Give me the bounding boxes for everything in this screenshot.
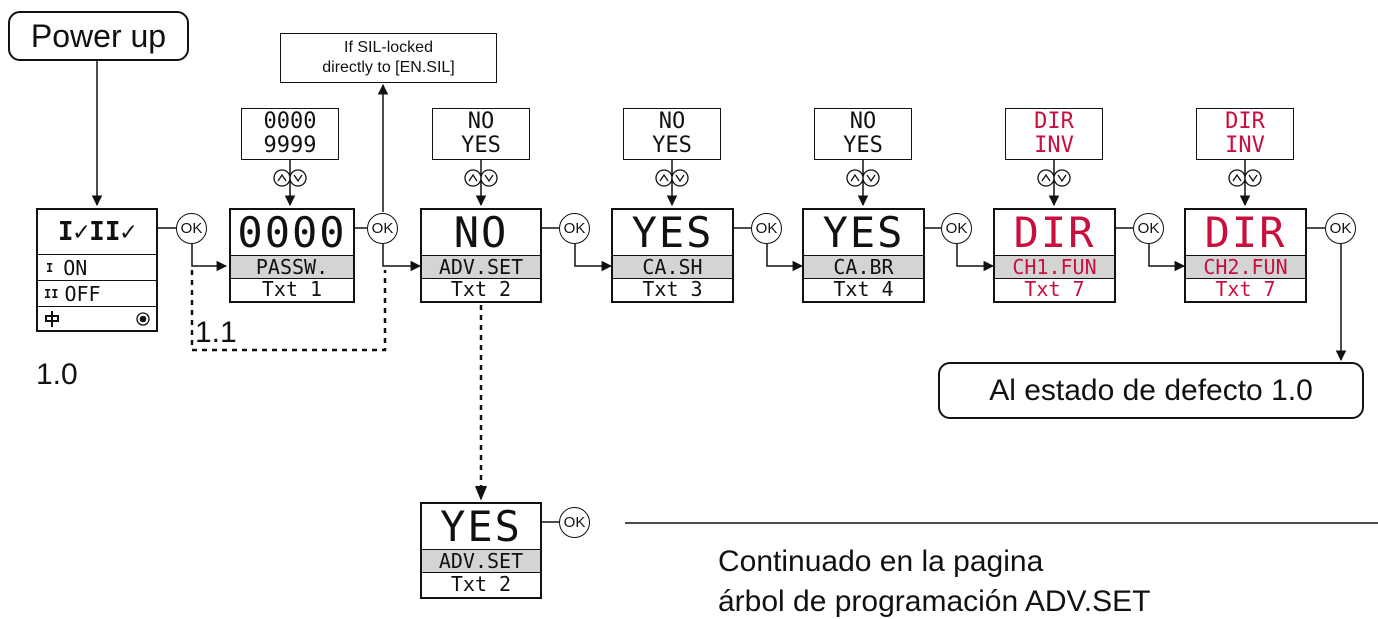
row1-value: ON xyxy=(63,255,88,280)
screen-ch1-fun: DIR CH1.FUN Txt 7 xyxy=(993,208,1116,303)
screen-value: NO xyxy=(453,208,509,257)
screen-parameter: PASSW. xyxy=(231,255,353,279)
option-box-ch1-fun: DIR INV xyxy=(1005,108,1103,160)
flow-connectors xyxy=(91,60,1378,524)
screen-ch2-fun: DIR CH2.FUN Txt 7 xyxy=(1184,208,1307,303)
label-1-0: 1.0 xyxy=(36,358,78,391)
ok-button[interactable]: OK xyxy=(1325,213,1356,244)
screen-value: YES xyxy=(631,208,714,257)
screen-value: YES xyxy=(822,208,905,257)
option-value: NO xyxy=(658,109,686,134)
screen-parameter: CH1.FUN xyxy=(995,255,1114,279)
screen-parameter: CH2.FUN xyxy=(1186,255,1305,279)
ok-button[interactable]: OK xyxy=(941,213,972,244)
ok-button[interactable]: OK xyxy=(1133,213,1164,244)
default-state-label: Al estado de defecto 1.0 xyxy=(989,373,1313,407)
option-value: YES xyxy=(652,133,692,158)
row2-prefix: II xyxy=(44,286,59,301)
option-box-cabr: NO YES xyxy=(814,108,912,160)
screen-help-text: Txt 2 xyxy=(450,277,512,301)
continued-line-2: árbol de programación ADV.SET xyxy=(718,585,1151,618)
option-box-ch2-fun: DIR INV xyxy=(1196,108,1294,160)
screen-cabr: YES CA.BR Txt 4 xyxy=(802,208,925,303)
screen-value: YES xyxy=(440,502,522,551)
screen-help-text: Txt 7 xyxy=(1215,277,1276,301)
option-value: INV xyxy=(1225,133,1265,158)
screen-advset-yes: YES ADV.SET Txt 2 xyxy=(420,502,542,599)
option-value: YES xyxy=(843,133,883,158)
ok-button[interactable]: OK xyxy=(559,507,590,538)
option-value: 9999 xyxy=(263,133,317,158)
row1-prefix: I xyxy=(46,260,54,275)
screen-advset: NO ADV.SET Txt 2 xyxy=(420,208,542,303)
option-box-cash: NO YES xyxy=(623,108,721,160)
row2-value: OFF xyxy=(64,281,101,306)
sil-note-line-1: If SIL-locked xyxy=(344,39,433,56)
option-box-advset: NO YES xyxy=(432,108,530,160)
status-display: I✓II✓ I ON II OFF xyxy=(36,208,158,332)
screen-help-text: Txt 7 xyxy=(1024,277,1085,301)
sil-note-line-2: directly to [EN.SIL] xyxy=(322,59,455,76)
screen-parameter: CA.SH xyxy=(613,255,732,279)
screen-value: 0000 xyxy=(237,208,347,257)
option-box-password: 0000 9999 xyxy=(241,108,339,160)
continued-line-1: Continuado en la pagina xyxy=(718,545,1044,578)
screen-value: DIR xyxy=(1013,208,1096,257)
screen-help-text: Txt 1 xyxy=(261,277,323,301)
ok-button[interactable]: OK xyxy=(559,213,590,244)
screen-parameter: ADV.SET xyxy=(422,255,540,279)
power-up-box: Power up xyxy=(8,11,189,61)
default-state-box: Al estado de defecto 1.0 xyxy=(938,362,1364,419)
option-value: NO xyxy=(849,109,877,134)
ok-button[interactable]: OK xyxy=(751,213,782,244)
screen-cash: YES CA.SH Txt 3 xyxy=(611,208,734,303)
screen-parameter: CA.BR xyxy=(804,255,923,279)
status-row-3 xyxy=(38,306,156,330)
screen-help-text: Txt 4 xyxy=(833,277,894,301)
label-1-1: 1.1 xyxy=(195,316,237,349)
option-value: DIR xyxy=(1034,109,1074,134)
option-value: DIR xyxy=(1225,109,1265,134)
screen-parameter: ADV.SET xyxy=(422,549,540,573)
ok-button[interactable]: OK xyxy=(176,213,207,244)
option-value: NO xyxy=(467,109,495,134)
option-value: YES xyxy=(461,133,501,158)
screen-password: 0000 PASSW. Txt 1 xyxy=(229,208,355,303)
heartbeat-icon xyxy=(136,312,150,326)
power-up-label: Power up xyxy=(30,17,167,54)
status-row-1: I ON xyxy=(38,254,156,280)
screen-value: DIR xyxy=(1204,208,1287,257)
option-value: 0000 xyxy=(263,109,317,134)
screen-help-text: Txt 2 xyxy=(450,572,512,596)
status-top-row: I✓II✓ xyxy=(38,210,156,254)
channel-status-checks: I✓II✓ xyxy=(57,217,137,247)
screen-help-text: Txt 3 xyxy=(642,277,703,301)
ok-button[interactable]: OK xyxy=(367,213,398,244)
status-row-2: II OFF xyxy=(38,280,156,306)
relay-icon xyxy=(45,311,59,327)
sil-note-box: If SIL-locked directly to [EN.SIL] xyxy=(280,33,497,83)
option-value: INV xyxy=(1034,133,1074,158)
